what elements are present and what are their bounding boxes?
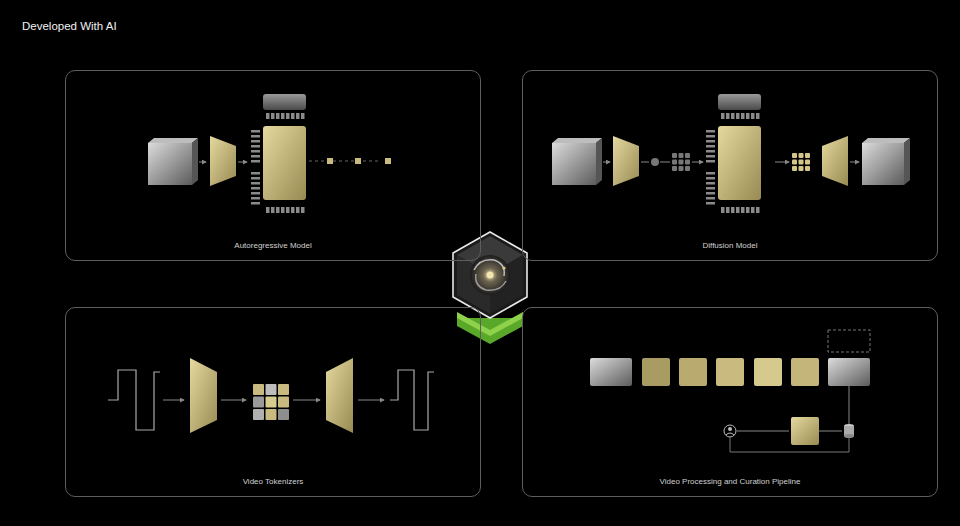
block-pins	[266, 113, 305, 213]
panel-caption: Video Processing and Curation Pipeline	[660, 477, 801, 486]
diffusion-art	[552, 94, 910, 200]
panel-caption: Diffusion Model	[703, 241, 758, 250]
pipeline-stages	[642, 358, 819, 386]
cosmos-icon	[453, 232, 527, 344]
token-grid	[253, 384, 289, 420]
block-pins	[251, 130, 260, 205]
panel-caption: Video Tokenizers	[243, 477, 304, 486]
tokenizer-art	[108, 358, 434, 433]
panel-box: Autoregressive Model	[65, 70, 481, 261]
pipeline-art	[590, 330, 870, 452]
autoregressive-art	[148, 94, 391, 200]
panel-box: Video Processing and Curation Pipeline	[522, 307, 938, 497]
block-pins	[706, 130, 715, 205]
page-title: Developed With AI	[22, 20, 117, 32]
panel-box: Diffusion Model	[522, 70, 938, 261]
token-grid	[672, 153, 690, 171]
token-grid	[792, 153, 810, 171]
block-pins	[721, 113, 760, 213]
panel-caption: Autoregressive Model	[234, 241, 311, 250]
panel-box: Video Tokenizers	[65, 307, 481, 497]
